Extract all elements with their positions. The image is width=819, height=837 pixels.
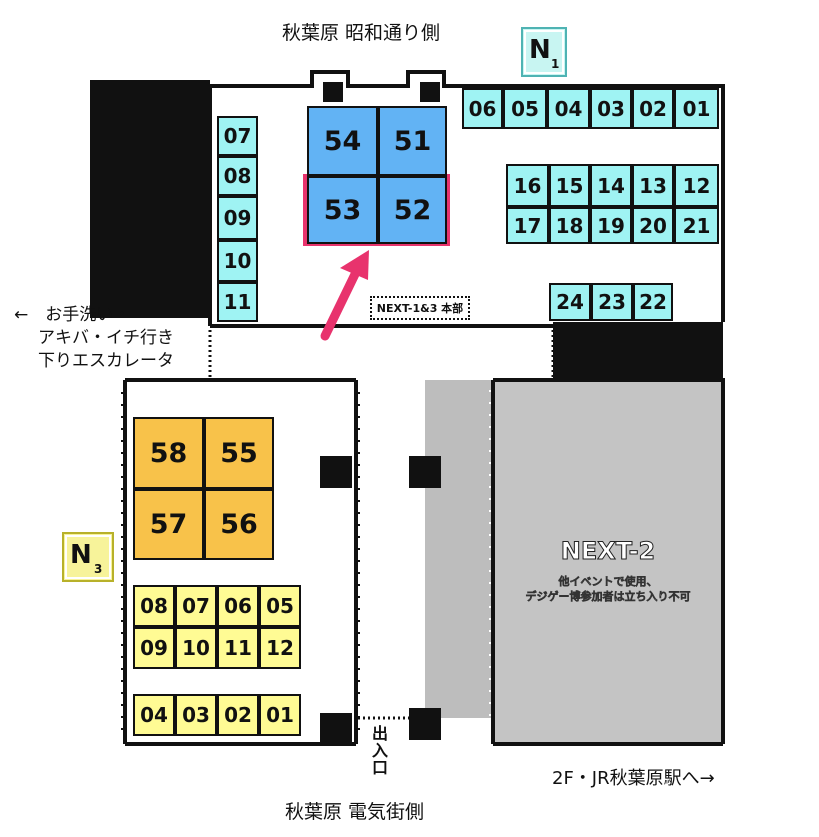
booth-cyan-19[interactable]: 19 xyxy=(590,207,632,244)
booth-yellow-09[interactable]: 09 xyxy=(133,627,175,669)
booth-blue-52[interactable]: 52 xyxy=(378,176,447,244)
next2-note-line1: 他イベントで使用、 xyxy=(558,575,658,589)
label-restroom-line2: アキバ・イチ行き xyxy=(38,328,174,348)
booth-cyan-14[interactable]: 14 xyxy=(590,164,632,207)
black-wall-right xyxy=(553,322,723,378)
area-tag-n1-letter: N xyxy=(529,35,551,65)
booth-cyan-22[interactable]: 22 xyxy=(633,283,673,321)
booth-yellow-12[interactable]: 12 xyxy=(259,627,301,669)
next-hq-label: NEXT-1&3 本部 xyxy=(376,302,464,315)
booth-cyan-23[interactable]: 23 xyxy=(591,283,633,321)
area-tag-n3-letter: N xyxy=(70,540,92,570)
area-tag-n3: N 3 xyxy=(62,532,114,582)
booth-cyan-16[interactable]: 16 xyxy=(506,164,549,207)
black-wall-left xyxy=(90,80,210,318)
label-entrance-line3: 口 xyxy=(372,758,389,777)
booth-blue-54[interactable]: 54 xyxy=(307,106,378,176)
area-tag-n1: N 1 xyxy=(521,27,567,77)
booth-orange-56[interactable]: 56 xyxy=(204,489,274,560)
area-tag-n3-number: 3 xyxy=(94,562,103,576)
booth-blue-51[interactable]: 51 xyxy=(378,106,447,176)
booth-cyan-09[interactable]: 09 xyxy=(217,196,258,240)
booth-cyan-04[interactable]: 04 xyxy=(547,88,590,129)
area-tag-n1-number: 1 xyxy=(551,57,560,71)
label-jr-station: 2F・JR秋葉原駅へ→ xyxy=(552,768,715,789)
booth-cyan-13[interactable]: 13 xyxy=(632,164,674,207)
label-entrance-line1: 出 xyxy=(372,724,389,743)
booth-cyan-02[interactable]: 02 xyxy=(632,88,674,129)
next2-title: NEXT-2 xyxy=(560,537,656,566)
booth-orange-58[interactable]: 58 xyxy=(133,417,204,489)
label-denki-gai-side: 秋葉原 電気街側 xyxy=(285,801,425,823)
label-restroom-direction: ← お手洗い・ アキバ・イチ行き 下りエスカレータ xyxy=(14,304,174,373)
booth-yellow-06[interactable]: 06 xyxy=(217,585,259,627)
booth-yellow-07[interactable]: 07 xyxy=(175,585,217,627)
booth-cyan-11[interactable]: 11 xyxy=(217,282,258,322)
next2-note-line2: デジゲー博参加者は立ち入り不可 xyxy=(525,590,691,604)
booth-cyan-12[interactable]: 12 xyxy=(674,164,719,207)
booth-cyan-24[interactable]: 24 xyxy=(549,283,591,321)
booth-cyan-21[interactable]: 21 xyxy=(674,207,719,244)
next-hq-box: NEXT-1&3 本部 xyxy=(370,296,470,320)
booth-yellow-05[interactable]: 05 xyxy=(259,585,301,627)
booth-cyan-07[interactable]: 07 xyxy=(217,116,258,156)
booth-blue-53[interactable]: 53 xyxy=(307,176,378,244)
booth-cyan-10[interactable]: 10 xyxy=(217,240,258,282)
booth-cyan-15[interactable]: 15 xyxy=(549,164,590,207)
booth-cyan-01[interactable]: 01 xyxy=(674,88,719,129)
booth-yellow-03[interactable]: 03 xyxy=(175,694,217,736)
booth-orange-57[interactable]: 57 xyxy=(133,489,204,560)
label-restroom-line3: 下りエスカレータ xyxy=(38,351,174,371)
label-restroom-line1: ← お手洗い・ xyxy=(14,305,131,325)
booth-cyan-20[interactable]: 20 xyxy=(632,207,674,244)
label-entrance-line2: 入 xyxy=(372,741,389,760)
booth-yellow-02[interactable]: 02 xyxy=(217,694,259,736)
booth-yellow-11[interactable]: 11 xyxy=(217,627,259,669)
booth-cyan-18[interactable]: 18 xyxy=(549,207,590,244)
booth-yellow-08[interactable]: 08 xyxy=(133,585,175,627)
booth-orange-55[interactable]: 55 xyxy=(204,417,274,489)
label-showa-dori-side: 秋葉原 昭和通り側 xyxy=(282,22,441,44)
booth-yellow-04[interactable]: 04 xyxy=(133,694,175,736)
booth-yellow-01[interactable]: 01 xyxy=(259,694,301,736)
booth-cyan-03[interactable]: 03 xyxy=(590,88,632,129)
booth-cyan-06[interactable]: 06 xyxy=(462,88,503,129)
booth-cyan-08[interactable]: 08 xyxy=(217,156,258,196)
booth-cyan-05[interactable]: 05 xyxy=(503,88,547,129)
booth-yellow-10[interactable]: 10 xyxy=(175,627,217,669)
booth-cyan-17[interactable]: 17 xyxy=(506,207,549,244)
label-entrance: 出 入 口 xyxy=(372,725,388,776)
